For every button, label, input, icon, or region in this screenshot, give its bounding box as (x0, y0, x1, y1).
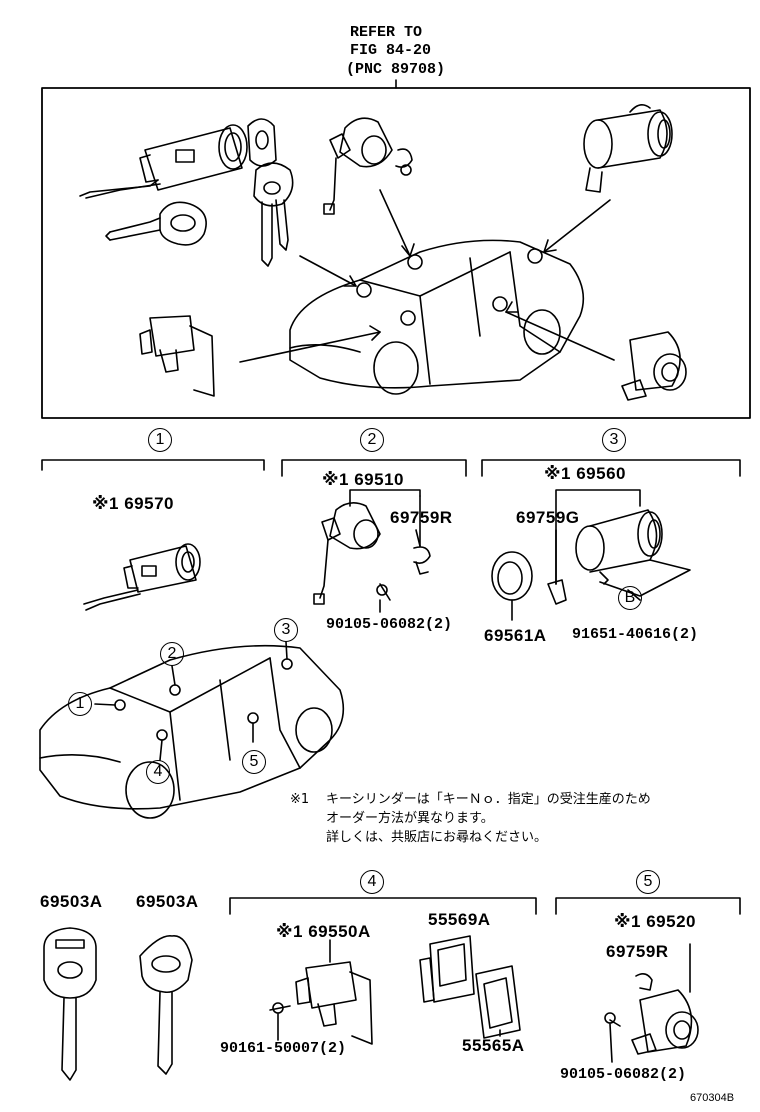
keys-pair-top (247, 118, 294, 267)
note-mark: ※1 (290, 792, 310, 807)
leader-69759R-a (415, 529, 421, 547)
car-callout-2: 2 (160, 642, 184, 666)
overview-frame (41, 87, 751, 419)
door-lock-section5 (604, 972, 699, 1055)
ignition-cylinder-section1 (83, 543, 201, 611)
part-90105-06082-a: 90105-06082(2) (326, 616, 453, 633)
ignition-cylinder-top (79, 124, 248, 199)
part-90105-06082-b: 90105-06082(2) (560, 1066, 687, 1083)
key-69503A-right (139, 935, 193, 1075)
door-lock-section2 (313, 495, 431, 605)
key-69503A-left (43, 927, 97, 1081)
part-69503A-left: 69503A (40, 892, 103, 911)
part-69561A: 69561A (484, 626, 547, 645)
car-middle-illustration (39, 641, 345, 819)
bracket-55569A (419, 935, 475, 1003)
section-number-3: 3 (602, 428, 626, 452)
part-69759G: 69759G (516, 508, 580, 527)
car-callout-1: 1 (68, 692, 92, 716)
glove-box-lock-top (139, 315, 215, 397)
part-69570: ※1 69570 (92, 494, 174, 513)
section-number-1: 1 (148, 428, 172, 452)
refer-to-line3: (PNC 89708) (346, 61, 446, 78)
door-lock-right-top (621, 331, 687, 401)
part-69520: ※1 69520 (614, 912, 696, 931)
diagram-code: 670304B (690, 1092, 735, 1104)
part-69510: ※1 69510 (322, 470, 404, 489)
refer-to-line2: FIG 84-20 (350, 42, 432, 59)
key-top-left (105, 201, 207, 246)
part-90161-50007: 90161-50007(2) (220, 1040, 347, 1057)
part-69503A-right: 69503A (136, 892, 199, 911)
refer-to-line1: REFER TO (350, 24, 423, 41)
section-brackets (41, 459, 741, 915)
part-69759R-a: 69759R (390, 508, 453, 527)
section-number-2: 2 (360, 428, 384, 452)
car-top-illustration (289, 239, 585, 395)
trunk-cylinder-section3 (491, 509, 691, 605)
callout-arrows-top (239, 189, 615, 363)
note-line1: キーシリンダーは「キーＮｏ．指定」の受注生産のため (326, 792, 651, 807)
part-55565A: 55565A (462, 1036, 525, 1055)
trunk-cylinder-top (583, 104, 673, 193)
part-91651-40616: 91651-40616(2) (572, 626, 699, 643)
part-69560: ※1 69560 (544, 464, 626, 483)
part-69550A: ※1 69550A (276, 922, 371, 941)
car-callout-3: 3 (274, 618, 298, 642)
door-lock-top (323, 117, 413, 215)
note-line3: 詳しくは、共販店にお尋ねください。 (326, 830, 548, 845)
leader-69510 (349, 489, 421, 507)
car-callout-4: 4 (146, 760, 170, 784)
note-line2: オーダー方法が異なります。 (326, 811, 494, 826)
section-number-4: 4 (360, 870, 384, 894)
part-55569A: 55569A (428, 910, 491, 929)
car-callout-5: 5 (242, 750, 266, 774)
glove-box-lock-section4 (269, 961, 373, 1045)
section-number-5: 5 (636, 870, 660, 894)
part-69759R-b: 69759R (606, 942, 669, 961)
callout-B: B (618, 586, 642, 610)
pad-55565A (475, 965, 521, 1039)
leader-90105-b (609, 1023, 613, 1063)
